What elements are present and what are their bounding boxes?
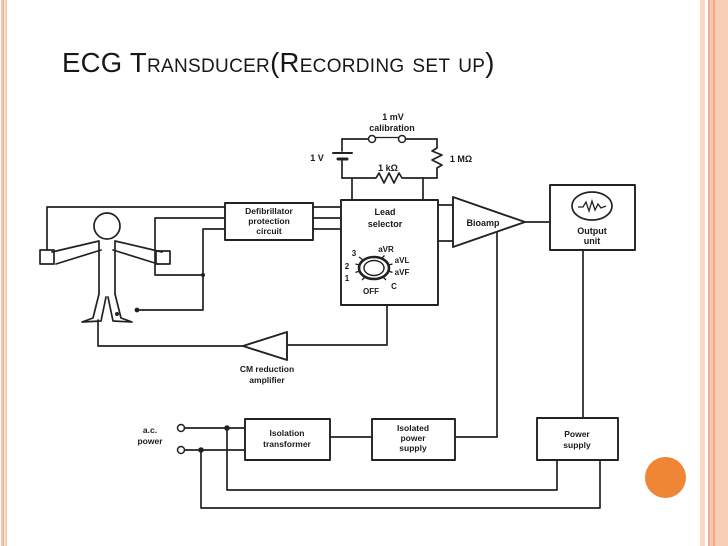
- series-resistor-wire: [341, 172, 438, 184]
- human-figure: [39, 212, 171, 323]
- isolated-power-supply-box: [371, 418, 456, 461]
- output-unit-label-line1: Output: [577, 226, 607, 236]
- isolation-transformer-box: [244, 418, 331, 461]
- rotary-dial-outer: [357, 255, 391, 281]
- lead-selector-label-line2: selector: [368, 219, 403, 229]
- ac-power-label-line2: power: [137, 436, 163, 446]
- ac-to-power-supply-wire-2: [200, 449, 601, 509]
- power-supply-label-line2: supply: [563, 440, 591, 450]
- dial-position-avr: aVR: [378, 245, 394, 254]
- lead-junction-dot: [201, 273, 205, 277]
- ac-power-label-line1: a.c.: [143, 425, 157, 435]
- lead-selector-label-line1: Lead: [374, 207, 395, 217]
- ac-to-power-supply-wire-1: [226, 427, 558, 491]
- output-unit-label-line2: unit: [584, 236, 601, 246]
- ankle-electrode-dot: [115, 312, 119, 316]
- switch-contact-right: [397, 134, 407, 144]
- calibration-label-line2: calibration: [369, 123, 415, 133]
- dial-position-avl: aVL: [395, 256, 410, 265]
- selector-to-bioamp-wires: [437, 204, 454, 242]
- bioamp: Bioamp: [437, 196, 551, 438]
- cm-amplifier-label-line1: CM reduction: [240, 364, 294, 374]
- figure-head: [93, 212, 121, 240]
- shunt-resistor-wire: [431, 138, 443, 179]
- power-supply-box: [536, 417, 619, 461]
- lead-selector: Lead selector 3 2 1 OFF C aVR aVL aVF: [340, 199, 439, 306]
- scope-screen: [571, 191, 613, 221]
- right-border-stripes: [698, 0, 728, 546]
- power-supply-label-line1: Power: [564, 429, 590, 439]
- lead-wire-2: [154, 217, 226, 276]
- output-unit-box: [549, 184, 636, 251]
- left-border-stripes: [0, 0, 8, 546]
- accent-circle: [645, 457, 686, 498]
- calibration-to-selector-wires: [351, 177, 424, 201]
- dial-position-avf: aVF: [395, 268, 410, 277]
- defib-to-selector-wires: [312, 206, 342, 230]
- series-resistor-label: 1 kΩ: [378, 163, 398, 173]
- right-hand-electrode: [155, 250, 171, 265]
- calibration-label-line1: 1 mV: [382, 112, 404, 122]
- isolation-transformer-label-line1: Isolation: [270, 428, 305, 438]
- output-unit: Output unit: [549, 184, 636, 419]
- defibrillator-label-line2: protection: [248, 216, 290, 226]
- dial-tick-marks: [355, 255, 393, 281]
- ac-terminal-top: [176, 423, 186, 433]
- ecg-waveform-icon: [578, 198, 607, 214]
- defibrillator-box: [224, 202, 314, 241]
- lead-wire-3: [136, 228, 226, 311]
- dial-position-2: 2: [345, 262, 350, 271]
- dial-position-c: C: [391, 282, 397, 291]
- dial-position-1: 1: [345, 274, 350, 283]
- cm-amplifier-label-line2: amplifier: [249, 375, 285, 385]
- rotary-dial-inner: [363, 259, 385, 277]
- defibrillator-protection-box: Defibrillator protection circuit: [224, 202, 342, 241]
- power-chain: a.c. power Isolation transformer Isolate…: [137, 417, 619, 509]
- dial-position-3: 3: [352, 249, 357, 258]
- bioamp-triangle: [452, 196, 526, 248]
- isolated-ps-label-line1: Isolated: [397, 423, 429, 433]
- shunt-resistor-label: 1 MΩ: [450, 154, 472, 164]
- lead-selector-box: [340, 199, 439, 306]
- electrode-lead-wires: [46, 206, 226, 311]
- defibrillator-label-line1: Defibrillator: [245, 206, 293, 216]
- defibrillator-label-line3: circuit: [256, 226, 282, 236]
- source-label: 1 V: [310, 153, 324, 163]
- selector-to-cm-wire: [286, 304, 388, 346]
- ac-input-wires: [183, 427, 246, 451]
- figure-arms: [51, 240, 163, 265]
- ac-terminal-bottom: [176, 445, 186, 455]
- cm-feedback-wire: [97, 319, 244, 347]
- lead-wire-1: [46, 206, 226, 251]
- figure-legs: [81, 293, 133, 323]
- isolated-ps-label-line2: power: [400, 433, 426, 443]
- bioamp-label: Bioamp: [466, 218, 500, 228]
- dial-position-off: OFF: [363, 287, 379, 296]
- cm-amplifier-triangle: [242, 331, 288, 361]
- cm-reduction-amplifier: CM reduction amplifier: [97, 304, 388, 385]
- calibration-circuit: 1 mV calibration 1 V 1 kΩ 1 MΩ: [310, 112, 472, 201]
- isolation-transformer-label-line2: transformer: [263, 439, 311, 449]
- figure-torso: [98, 241, 116, 295]
- isolated-ps-label-line3: supply: [399, 443, 427, 453]
- switch-contact-left: [367, 134, 377, 144]
- slide-title: ECG Transducer(Recording set up): [62, 47, 495, 78]
